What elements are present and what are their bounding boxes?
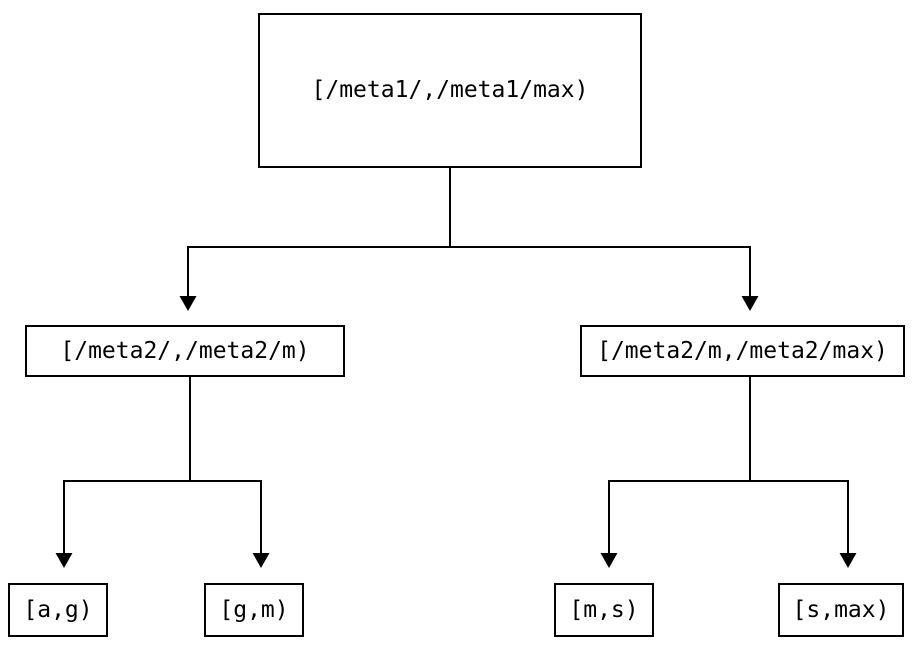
edge-meta2-high-trunk — [608, 377, 849, 554]
node-label: [m,s) — [569, 596, 639, 623]
node-root-meta1-range: [/meta1/,/meta1/max) — [258, 13, 642, 168]
node-leaf-ms: [m,s) — [554, 583, 654, 637]
node-label: [/meta2/,/meta2/m) — [60, 337, 310, 364]
node-leaf-gm: [g,m) — [204, 583, 304, 637]
arrowhead-to-leaf-ms — [600, 553, 618, 568]
arrowhead-to-leaf-gm — [252, 553, 270, 568]
arrowhead-to-leaf-smax — [839, 553, 857, 568]
arrowhead-to-meta2-low — [179, 296, 197, 311]
node-label: [a,g) — [23, 596, 93, 623]
node-meta2-low-range: [/meta2/,/meta2/m) — [25, 325, 345, 377]
node-meta2-high-range: [/meta2/m,/meta2/max) — [580, 325, 905, 377]
edge-meta2-low-trunk — [63, 377, 262, 554]
node-label: [g,m) — [219, 596, 289, 623]
node-label: [/meta1/,/meta1/max) — [311, 77, 589, 103]
arrowhead-to-meta2-high — [741, 296, 759, 311]
node-leaf-smax: [s,max) — [778, 583, 904, 637]
node-leaf-ag: [a,g) — [8, 583, 108, 637]
edge-root-trunk — [187, 168, 751, 297]
node-label: [s,max) — [792, 596, 890, 623]
arrowhead-to-leaf-ag — [55, 553, 73, 568]
node-label: [/meta2/m,/meta2/max) — [597, 337, 888, 364]
